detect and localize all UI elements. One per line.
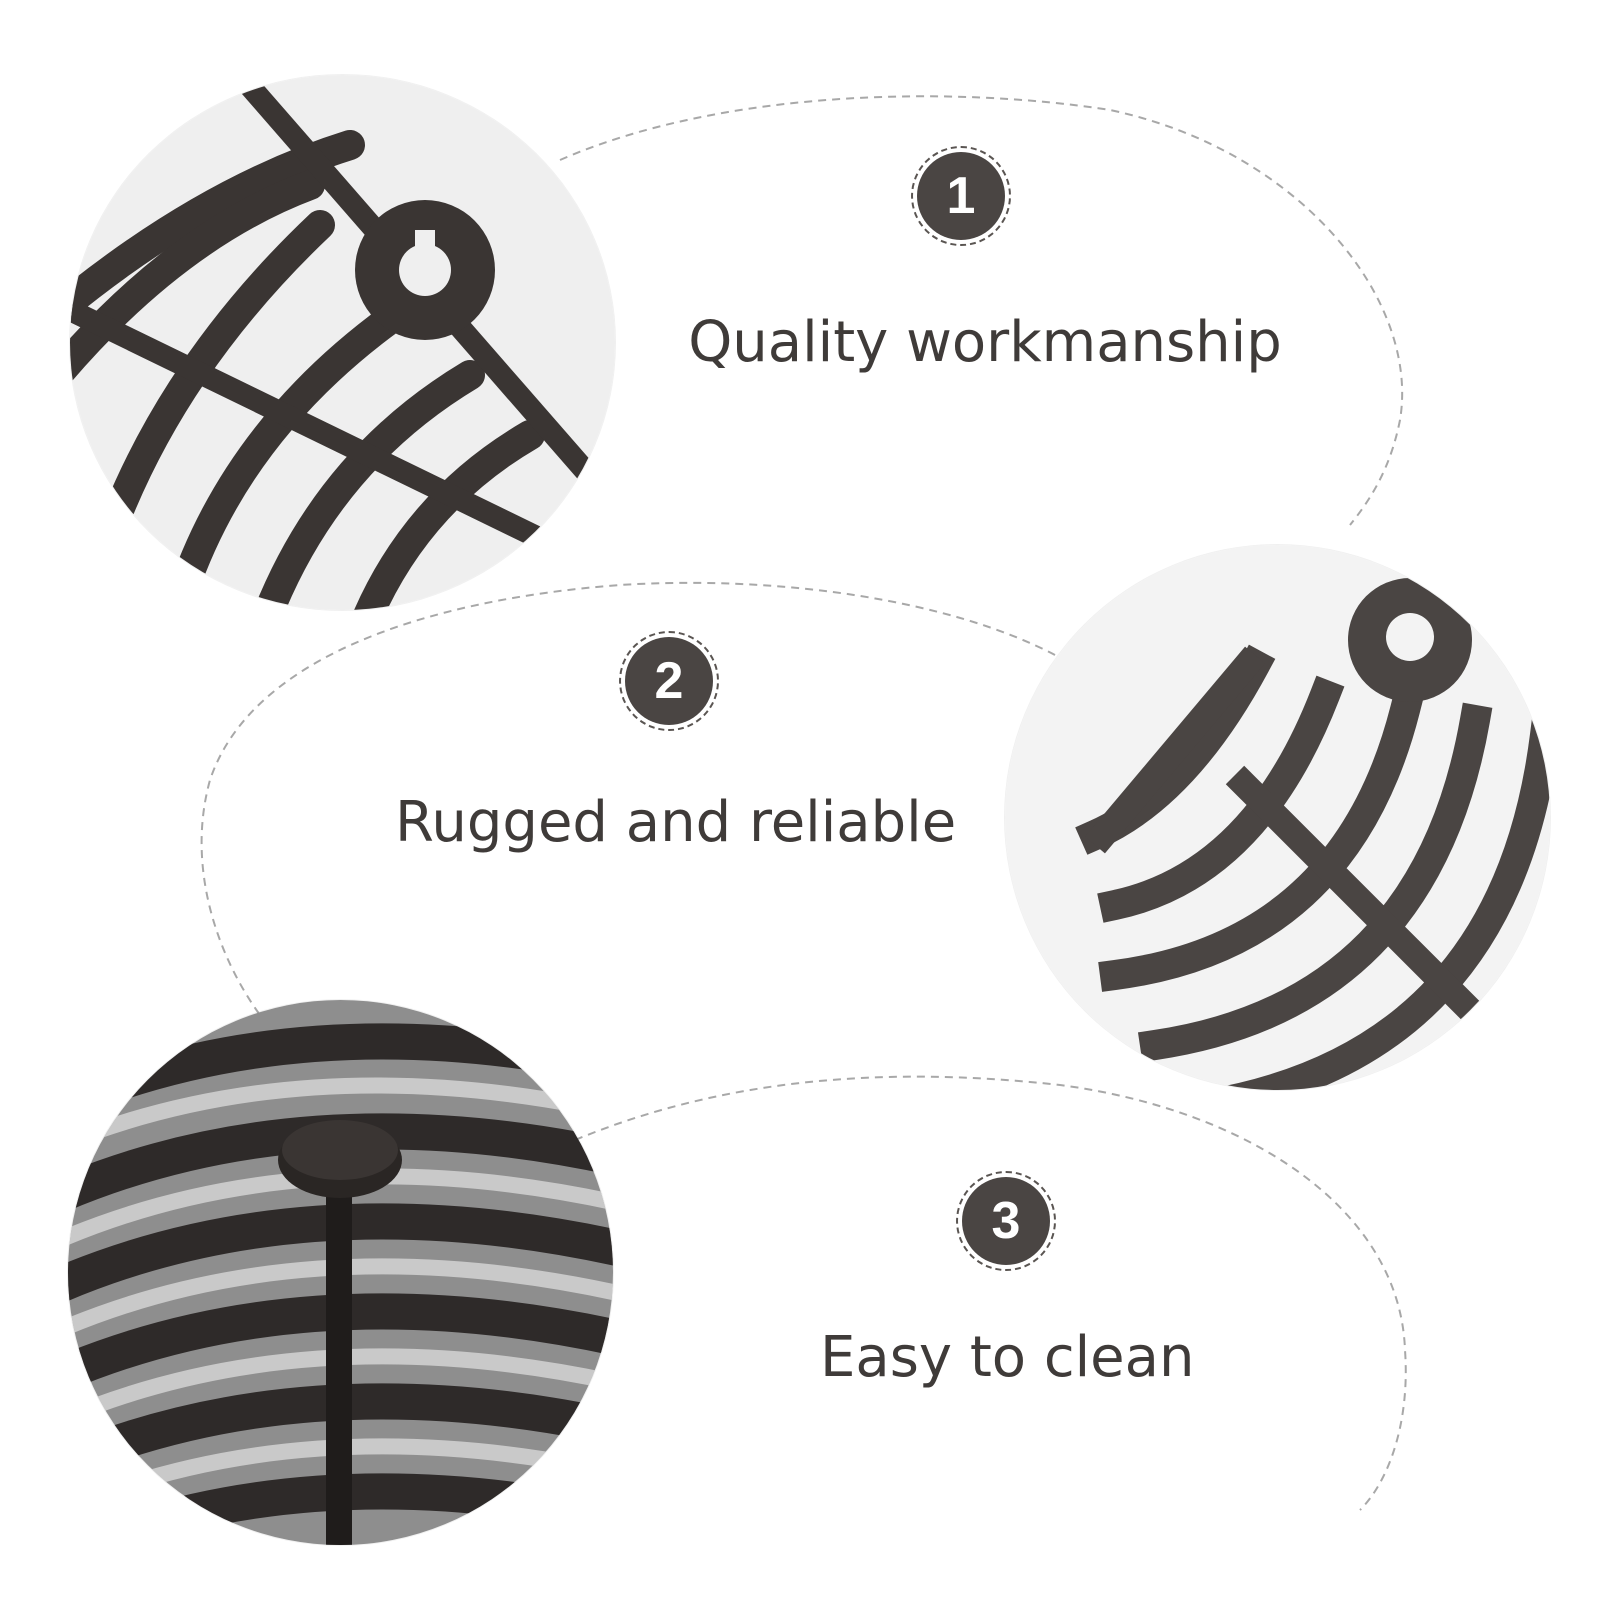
feature-label-2: Rugged and reliable: [395, 790, 957, 855]
photo-grid-pin: [68, 1000, 613, 1545]
feature-badge-3: 3: [950, 1165, 1062, 1277]
photo-grid-closeup: [70, 75, 615, 610]
photo-grid-corner: [1005, 545, 1550, 1090]
feature-number-3: 3: [962, 1177, 1050, 1265]
dashed-curve-1: [559, 95, 1404, 526]
dashed-curve-3: [574, 1075, 1407, 1511]
feature-badge-2: 2: [613, 625, 725, 737]
feature-label-3: Easy to clean: [820, 1325, 1195, 1390]
feature-number-2: 2: [625, 637, 713, 725]
dashed-curve-2: [200, 581, 1056, 1016]
feature-number-1: 1: [917, 152, 1005, 240]
feature-label-1: Quality workmanship: [688, 310, 1282, 375]
feature-badge-1: 1: [905, 140, 1017, 252]
